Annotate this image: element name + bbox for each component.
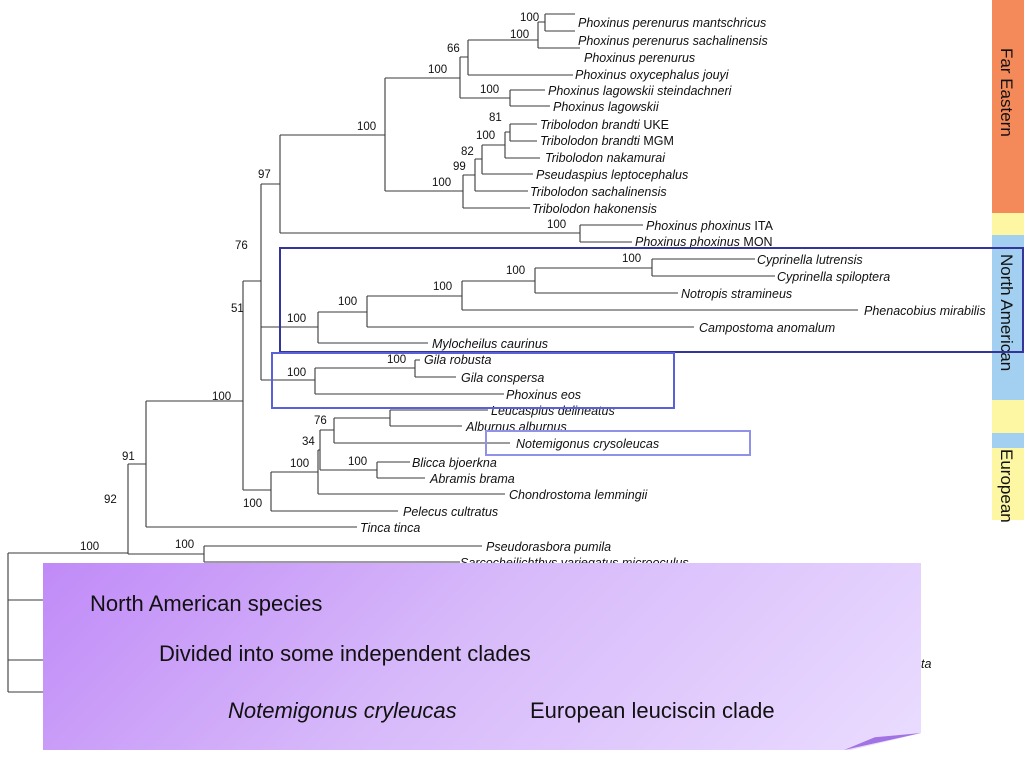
taxon-label: Mylocheilus caurinus bbox=[432, 337, 548, 351]
taxon-label: Gila conspersa bbox=[461, 371, 544, 385]
bootstrap-value: 82 bbox=[461, 146, 474, 158]
note-title: North American species bbox=[90, 591, 323, 616]
bootstrap-value: 91 bbox=[122, 451, 135, 463]
bootstrap-value: 100 bbox=[357, 121, 376, 133]
taxon-label: Phoxinus phoxinus MON bbox=[635, 235, 773, 249]
bootstrap-value: 100 bbox=[476, 130, 495, 142]
taxon-label: ta bbox=[921, 657, 931, 671]
bootstrap-value: 34 bbox=[302, 436, 315, 448]
tree-branches bbox=[7, 13, 858, 693]
north-american-band bbox=[992, 235, 1024, 400]
bootstrap-value: 100 bbox=[428, 64, 447, 76]
taxon-label: Tribolodon brandti UKE bbox=[540, 118, 669, 132]
far-eastern-label: Far Eastern bbox=[997, 48, 1016, 137]
bootstrap-value: 100 bbox=[506, 265, 525, 277]
taxon-label: Leucaspius delineatus bbox=[491, 404, 615, 418]
bootstrap-value: 99 bbox=[453, 161, 466, 173]
gila-clade-box bbox=[271, 352, 675, 409]
taxon-label: Phoxinus eos bbox=[506, 388, 581, 402]
taxon-label: Phoxinus oxycephalus jouyi bbox=[575, 68, 730, 82]
bootstrap-value: 100 bbox=[433, 281, 452, 293]
taxon-label: Tribolodon sachalinensis bbox=[530, 185, 667, 199]
taxon-label: Cyprinella lutrensis bbox=[757, 253, 863, 267]
bootstrap-value: 100 bbox=[338, 296, 357, 308]
bootstrap-value: 100 bbox=[387, 354, 406, 366]
bootstrap-value: 100 bbox=[287, 313, 306, 325]
bootstrap-value: 100 bbox=[175, 539, 194, 551]
taxon-label: Pseudorasbora pumila bbox=[486, 540, 611, 554]
bootstrap-value: 100 bbox=[243, 498, 262, 510]
taxon-label: Abramis brama bbox=[429, 472, 515, 486]
taxon-label: Phenacobius mirabilis bbox=[864, 304, 986, 318]
bootstrap-value: 66 bbox=[447, 43, 460, 55]
band-gap-2 bbox=[992, 400, 1024, 433]
taxon-label: Tribolodon hakonensis bbox=[532, 202, 657, 216]
european-band bbox=[992, 448, 1024, 520]
bootstrap-value: 100 bbox=[480, 84, 499, 96]
taxon-label: Tinca tinca bbox=[360, 521, 420, 535]
bootstrap-value: 100 bbox=[547, 219, 566, 231]
annotation-note: North American species Divided into some… bbox=[43, 563, 921, 750]
taxon-label: Phoxinus lagowskii bbox=[553, 100, 660, 114]
bootstrap-value: 76 bbox=[314, 415, 327, 427]
band-gap-1 bbox=[992, 213, 1024, 235]
bootstrap-value: 76 bbox=[235, 240, 248, 252]
bootstrap-value: 97 bbox=[258, 169, 271, 181]
north-american-band-2 bbox=[992, 433, 1024, 448]
taxon-label: Pseudaspius leptocephalus bbox=[536, 168, 688, 182]
bootstrap-value: 100 bbox=[212, 391, 231, 403]
bootstrap-value: 100 bbox=[432, 177, 451, 189]
bootstrap-value: 100 bbox=[290, 458, 309, 470]
bootstrap-value: 51 bbox=[231, 303, 244, 315]
bootstrap-value: 81 bbox=[489, 112, 502, 124]
bootstrap-value: 100 bbox=[622, 253, 641, 265]
taxon-label: Tribolodon nakamurai bbox=[545, 151, 666, 165]
bootstrap-value: 100 bbox=[348, 456, 367, 468]
note-subtitle: Divided into some independent clades bbox=[159, 641, 531, 666]
bootstrap-value: 92 bbox=[104, 494, 117, 506]
taxon-label: Campostoma anomalum bbox=[699, 321, 835, 335]
taxon-label: Notemigonus crysoleucas bbox=[516, 437, 659, 451]
taxon-label: Pelecus cultratus bbox=[403, 505, 498, 519]
taxon-label: Phoxinus perenurus mantschricus bbox=[578, 16, 766, 30]
taxon-label: Notropis stramineus bbox=[681, 287, 792, 301]
bootstrap-value: 100 bbox=[80, 541, 99, 553]
taxon-label: Blicca bjoerkna bbox=[412, 456, 497, 470]
bootstrap-value: 100 bbox=[510, 29, 529, 41]
taxon-label: Chondrostoma lemmingii bbox=[509, 488, 648, 502]
taxon-label: Gila robusta bbox=[424, 353, 491, 367]
taxon-label: Phoxinus perenurus bbox=[584, 51, 695, 65]
taxon-label: Phoxinus phoxinus ITA bbox=[646, 219, 774, 233]
bootstrap-value: 100 bbox=[520, 12, 539, 24]
far-eastern-band bbox=[992, 0, 1024, 213]
north-american-label: North American bbox=[997, 254, 1016, 372]
note-clade: European leuciscin clade bbox=[530, 698, 775, 723]
taxon-label: Phoxinus lagowskii steindachneri bbox=[548, 84, 733, 98]
note-species: Notemigonus cryleucas bbox=[228, 698, 457, 723]
taxon-label: Cyprinella spiloptera bbox=[777, 270, 890, 284]
taxon-label: Tribolodon brandti MGM bbox=[540, 134, 674, 148]
bootstrap-value: 100 bbox=[287, 367, 306, 379]
taxon-label: Phoxinus perenurus sachalinensis bbox=[578, 34, 768, 48]
european-label: European bbox=[997, 449, 1016, 523]
notemigonus-box bbox=[485, 430, 751, 456]
